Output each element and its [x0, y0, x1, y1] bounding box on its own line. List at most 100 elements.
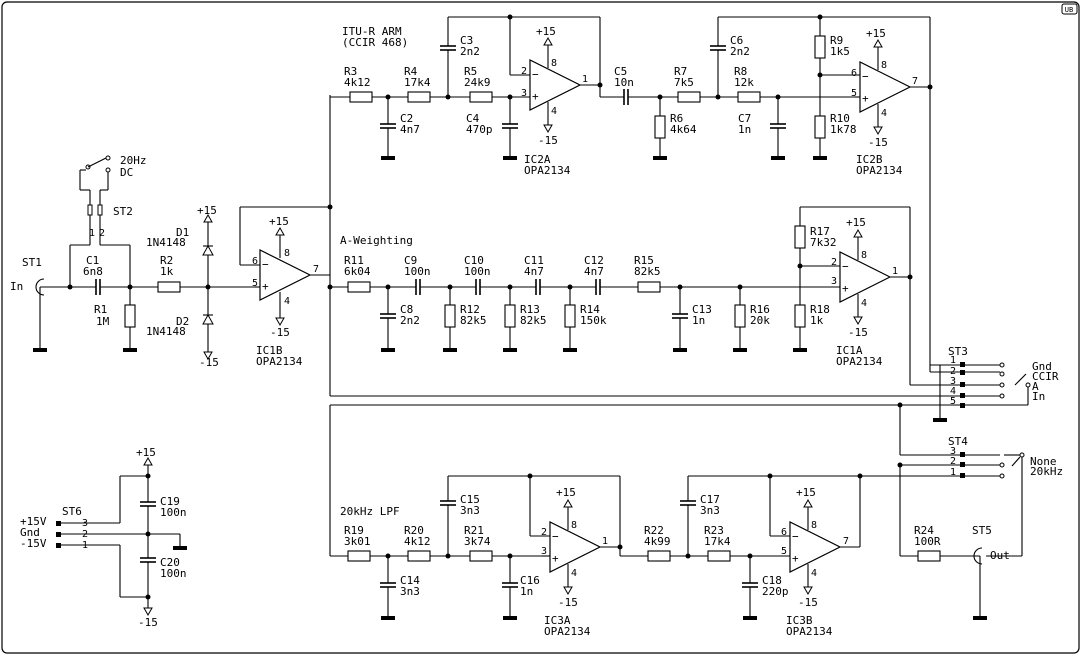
r19-resistor — [347, 550, 371, 562]
svg-text:+15V: +15V — [20, 515, 47, 528]
svg-text:12k: 12k — [734, 76, 754, 89]
r23-resistor — [707, 550, 731, 562]
r4-resistor — [407, 91, 431, 103]
svg-text:C10: C10 — [464, 254, 484, 267]
svg-text:R18: R18 — [810, 303, 830, 316]
ic1a-opamp — [839, 251, 892, 303]
svg-text:R16: R16 — [750, 303, 770, 316]
r1-resistor — [124, 304, 136, 328]
svg-text:+: + — [842, 282, 849, 295]
svg-text:6: 6 — [252, 256, 258, 267]
input-section: ST1 In C1 6n8 20Hz DC ST2 1 2 — [10, 95, 333, 396]
svg-text:5: 5 — [851, 88, 857, 99]
svg-text:-15: -15 — [270, 326, 290, 339]
svg-text:150k: 150k — [580, 314, 607, 327]
svg-text:R7: R7 — [674, 65, 687, 78]
r18-resistor — [794, 304, 806, 328]
svg-text:5: 5 — [781, 546, 787, 557]
badge: UB — [1065, 6, 1073, 14]
svg-text:3k01: 3k01 — [344, 535, 371, 548]
svg-text:1: 1 — [602, 536, 608, 547]
svg-text:+: + — [552, 552, 559, 565]
svg-text:C1: C1 — [86, 254, 99, 267]
r12-resistor — [444, 304, 456, 328]
svg-text:R4: R4 — [404, 65, 418, 78]
r11-resistor — [347, 281, 371, 293]
svg-text:R11: R11 — [344, 254, 364, 267]
svg-text:−: − — [532, 68, 539, 81]
svg-text:4k12: 4k12 — [344, 76, 371, 89]
ic3a-opamp — [549, 521, 602, 573]
svg-text:-15: -15 — [538, 134, 558, 147]
svg-text:Gnd: Gnd — [1032, 360, 1052, 373]
svg-text:1k78: 1k78 — [830, 123, 857, 136]
svg-text:C12: C12 — [584, 254, 604, 267]
r20-resistor — [407, 550, 431, 562]
svg-text:8: 8 — [861, 250, 867, 261]
svg-text:4: 4 — [950, 386, 956, 397]
svg-text:+: + — [262, 280, 269, 293]
svg-text:2n2: 2n2 — [460, 45, 480, 58]
svg-text:+15: +15 — [866, 27, 886, 40]
svg-text:+: + — [792, 552, 799, 565]
svg-text:3: 3 — [950, 446, 956, 457]
svg-text:2: 2 — [521, 66, 527, 77]
svg-text:4k99: 4k99 — [644, 535, 671, 548]
svg-text:-15: -15 — [199, 356, 219, 369]
svg-text:82k5: 82k5 — [520, 314, 547, 327]
svg-text:C7: C7 — [738, 112, 751, 125]
r15-resistor — [637, 281, 661, 293]
svg-text:C20: C20 — [160, 556, 180, 569]
svg-text:2n2: 2n2 — [400, 314, 420, 327]
svg-text:8: 8 — [571, 520, 577, 531]
svg-text:C18: C18 — [762, 574, 782, 587]
svg-text:2: 2 — [831, 257, 837, 268]
svg-text:R5: R5 — [464, 65, 477, 78]
svg-text:-15: -15 — [558, 596, 578, 609]
svg-text:3: 3 — [541, 546, 547, 557]
st3-selector: ST3 1 2 3 4 5 Gnd CCIR A In — [330, 345, 1059, 455]
svg-text:17k4: 17k4 — [704, 535, 731, 548]
svg-text:R19: R19 — [344, 524, 364, 537]
svg-text:C5: C5 — [614, 65, 627, 78]
svg-text:A-Weighting: A-Weighting — [340, 234, 413, 247]
r13-resistor — [504, 304, 516, 328]
ccir-section: ITU-R ARM (CCIR 468) R3 4k12 C2 4n7 R4 1… — [330, 14, 933, 372]
st4-output: ST4 3 2 1 None 20kHz R24 100R ST5 Out — [860, 435, 1063, 620]
svg-text:R2: R2 — [160, 254, 173, 267]
r9-resistor — [814, 35, 826, 59]
svg-text:-15V: -15V — [20, 537, 47, 550]
svg-text:None: None — [1030, 455, 1057, 468]
ic3b-opamp — [789, 521, 842, 573]
svg-text:R14: R14 — [580, 303, 600, 316]
svg-text:R22: R22 — [644, 524, 664, 537]
r22-resistor — [647, 550, 671, 562]
svg-text:-15: -15 — [868, 136, 888, 149]
svg-text:3n3: 3n3 — [700, 504, 720, 517]
svg-text:Gnd: Gnd — [20, 526, 40, 539]
svg-text:OPA2134: OPA2134 — [544, 625, 591, 638]
svg-text:1: 1 — [950, 355, 956, 366]
in-label: In — [10, 280, 23, 293]
svg-text:+: + — [532, 90, 539, 103]
d1-diode — [202, 244, 214, 256]
svg-text:100n: 100n — [160, 506, 187, 519]
svg-text:R8: R8 — [734, 65, 747, 78]
r16-resistor — [734, 304, 746, 328]
svg-text:7: 7 — [912, 76, 918, 87]
svg-text:ST6: ST6 — [62, 505, 82, 518]
svg-text:C11: C11 — [524, 254, 544, 267]
r14-resistor — [564, 304, 576, 328]
svg-text:1N4148: 1N4148 — [146, 236, 186, 249]
svg-text:C16: C16 — [520, 574, 540, 587]
svg-text:C19: C19 — [160, 495, 180, 508]
svg-text:R15: R15 — [634, 254, 654, 267]
svg-text:R23: R23 — [704, 524, 724, 537]
svg-text:−: − — [262, 258, 269, 271]
power-section: ST6 +15V Gnd -15V 3 2 1 +15 C19 100n -15… — [20, 446, 187, 629]
svg-text:5: 5 — [950, 396, 956, 407]
svg-text:R6: R6 — [670, 112, 683, 125]
svg-text:-15: -15 — [848, 326, 868, 339]
svg-text:1: 1 — [950, 467, 956, 478]
